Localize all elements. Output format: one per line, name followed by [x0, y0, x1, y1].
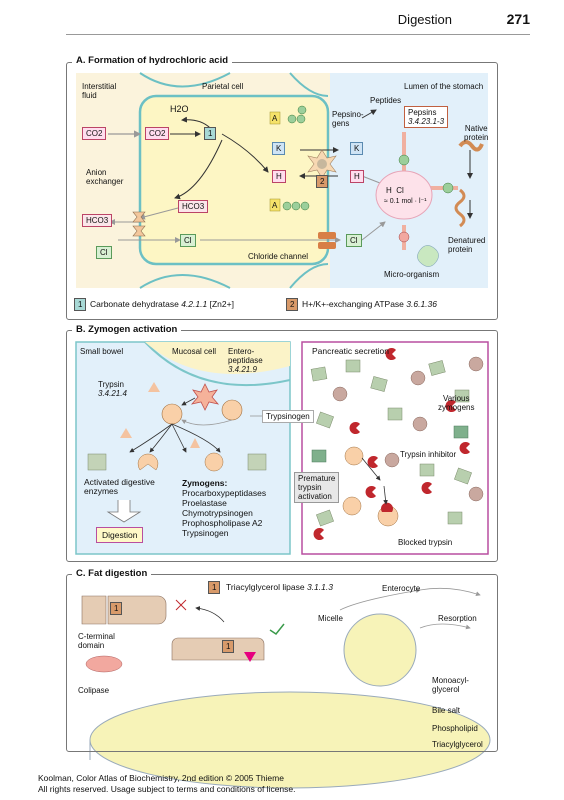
- legend-2-marker: 2: [286, 298, 299, 311]
- co2-interstitial: CO2: [82, 127, 107, 140]
- label-anion-exchanger: Anion exchanger: [86, 168, 124, 186]
- label-c-terminal-domain: C-terminal domain: [78, 632, 115, 650]
- label-trypsin-inhibitor: Trypsin inhibitor: [400, 450, 457, 459]
- header-rule: [66, 34, 530, 35]
- cl-cell: Cl: [180, 234, 196, 247]
- hco3-interstitial: HCO3: [82, 214, 113, 227]
- label-hcl: H Cl: [386, 186, 404, 195]
- legend-c-text: Triacylglycerol lipase 3.1.1.3: [226, 583, 333, 592]
- enteropeptidase-name: Entero- peptidase: [228, 347, 263, 365]
- label-interstitial-fluid: Interstitial fluid: [82, 82, 117, 100]
- label-pepsinogens: Pepsino- gens: [332, 110, 364, 128]
- digestion-box: Digestion: [96, 527, 144, 543]
- legend-1-text: Carbonate dehydratase 4.2.1.1 [Zn2+]: [90, 300, 234, 309]
- zymogen-item: Trypsinogen: [182, 528, 229, 538]
- fat-digestion-graphics: [81, 587, 491, 789]
- legend-2-text: H+/K+-exchanging ATPase 3.6.1.36: [302, 300, 437, 309]
- legend-1-name: Carbonate dehydratase: [90, 299, 179, 309]
- section-c-title: C. Fat digestion: [72, 568, 152, 579]
- label-h2o: H2O: [170, 104, 189, 114]
- label-hcl-concentration: ≈ 0.1 mol · l⁻¹: [384, 198, 427, 205]
- label-colipase: Colipase: [78, 686, 110, 695]
- zymogen-shapes: [310, 348, 484, 540]
- pepsins-box: Pepsins 3.4.23.1-3: [404, 106, 449, 128]
- label-mucosal-cell: Mucosal cell: [172, 347, 217, 356]
- enzyme-1-marker: 1: [204, 127, 217, 140]
- zymogen-item: Prophospholipase A2: [182, 518, 263, 528]
- footer-line-2: All rights reserved. Usage subject to te…: [38, 784, 296, 794]
- label-denatured-protein: Denatured protein: [448, 236, 486, 254]
- h-cell: H: [272, 170, 286, 183]
- label-native-protein: Native protein: [464, 124, 489, 142]
- page-number: 271: [506, 11, 530, 27]
- label-activated-enzymes: Activated digestive enzymes: [84, 477, 155, 496]
- lipase-active-marker: 1: [222, 640, 235, 653]
- zymogen-item: Chymotrypsinogen: [182, 508, 253, 518]
- label-various-zymogens: Various zymogens: [438, 394, 475, 412]
- zymogens-title: Zymogens:: [182, 478, 228, 488]
- label-micro-organism: Micro-organism: [384, 270, 440, 279]
- enzyme-2-marker: 2: [316, 175, 329, 188]
- h-lumen: H: [350, 170, 364, 183]
- section-b-title: B. Zymogen activation: [72, 324, 182, 335]
- label-trypsin: Trypsin 3.4.21.4: [98, 380, 127, 398]
- zymogen-item: Proelastase: [182, 498, 227, 508]
- label-parietal-cell: Parietal cell: [202, 82, 244, 91]
- co2-cell: CO2: [145, 127, 170, 140]
- label-enteropeptidase: Entero- peptidase 3.4.21.9: [228, 347, 263, 374]
- cl-interstitial: Cl: [96, 246, 112, 259]
- footer-line-1: Koolman, Color Atlas of Biochemistry, 2n…: [38, 773, 284, 783]
- enteropeptidase-ec: 3.4.21.9: [228, 365, 257, 374]
- legend-1-marker: 1: [74, 298, 87, 311]
- atp-top-a: A: [272, 114, 278, 123]
- premature-activation-box: Premature trypsin activation: [294, 472, 340, 503]
- label-peptides: Peptides: [370, 96, 402, 105]
- legend-c-ec: 3.1.1.3: [306, 582, 333, 592]
- legend-c-name: Triacylglycerol lipase: [226, 582, 305, 592]
- legend-2-name: H+/K+-exchanging ATPase: [302, 299, 404, 309]
- k-cell: K: [272, 142, 286, 155]
- trypsin-ec: 3.4.21.4: [98, 389, 127, 398]
- section-a-title: A. Formation of hydrochloric acid: [72, 55, 233, 66]
- zymogen-item: Procarboxypeptidases: [182, 488, 267, 498]
- label-small-bowel: Small bowel: [80, 347, 124, 356]
- k-lumen: K: [350, 142, 364, 155]
- copyright-footer: Koolman, Color Atlas of Biochemistry, 2n…: [38, 773, 296, 795]
- label-lumen: Lumen of the stomach: [404, 82, 484, 91]
- section-b-frame: [66, 330, 498, 562]
- legend-1-ec: 4.2.1.1: [181, 299, 208, 309]
- pepsins-ec: 3.4.23.1-3: [408, 117, 445, 126]
- label-phospholipid: Phospholipid: [432, 724, 478, 733]
- label-pepsins: Pepsins: [408, 108, 437, 117]
- hco3-cell: HCO3: [178, 200, 209, 213]
- label-monoacylglycerol: Monoacyl- glycerol: [432, 676, 469, 694]
- trypsinogen-label-box: Trypsinogen: [262, 410, 314, 423]
- legend-2-ec: 3.6.1.36: [406, 299, 438, 309]
- lipase-domain-marker: 1: [110, 602, 123, 615]
- atp-bottom-a: A: [272, 201, 278, 210]
- label-resorption: Resorption: [438, 614, 477, 623]
- label-triacylglycerol: Triacylglycerol: [432, 740, 483, 749]
- legend-1-cofactor: [Zn2+]: [209, 299, 234, 309]
- page-header-title: Digestion: [397, 12, 452, 27]
- legend-c-marker: 1: [208, 581, 221, 594]
- label-blocked-trypsin: Blocked trypsin: [398, 538, 453, 547]
- label-micelle: Micelle: [318, 614, 343, 623]
- section-c-frame: [66, 574, 498, 752]
- cl-lumen: Cl: [346, 234, 362, 247]
- label-enterocyte: Enterocyte: [382, 584, 421, 593]
- label-bile-salt: Bile salt: [432, 706, 461, 715]
- trypsin-name: Trypsin: [98, 380, 124, 389]
- label-pancreatic-secretion: Pancreatic secretion: [312, 346, 390, 356]
- section-a-frame: [66, 62, 498, 320]
- zymogens-list: Zymogens: Procarboxypeptidases Proelasta…: [182, 478, 266, 538]
- label-chloride-channel: Chloride channel: [248, 252, 309, 261]
